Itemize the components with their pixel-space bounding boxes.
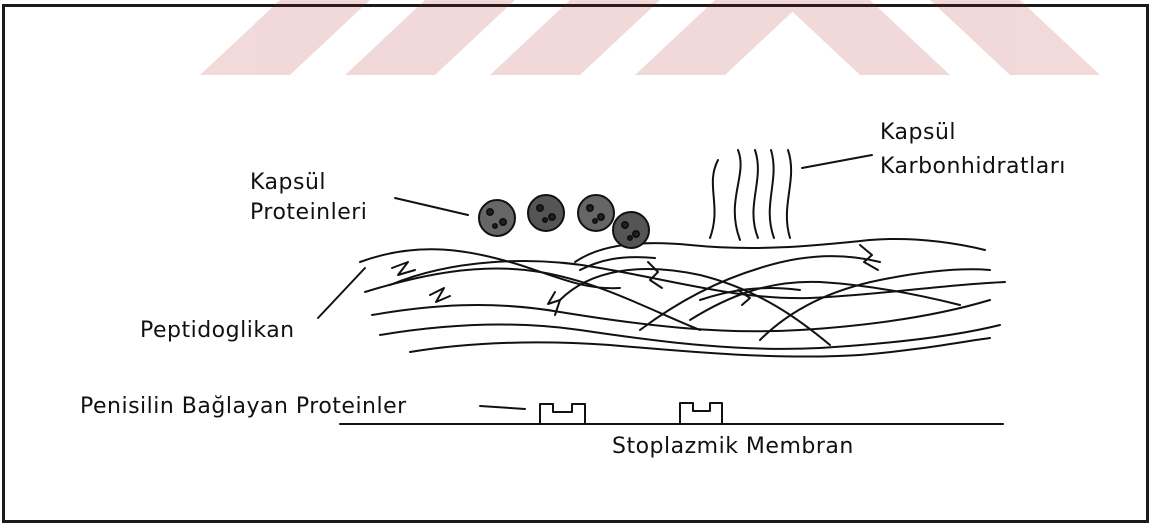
peptidoglycan-label: Peptidoglikan xyxy=(140,316,295,346)
capsule-proteins-label-line2: Proteinleri xyxy=(250,198,367,228)
penicillin-binding-proteins-label: Penisilin Bağlayan Proteinler xyxy=(80,392,407,422)
cytoplasmic-membrane-label: Stoplazmik Membran xyxy=(612,432,854,462)
capsule-protein-spheres xyxy=(479,195,649,248)
capsule-proteins-label-line1: Kapsül xyxy=(250,168,326,198)
capsule-carbohydrate-strands xyxy=(710,150,791,240)
pbp-shape-2 xyxy=(680,403,722,424)
capsule-carbohydrates-label-line2: Karbonhidratları xyxy=(880,152,1066,182)
peptidoglycan-mesh xyxy=(360,239,1005,357)
capsule-carbs-leader xyxy=(802,155,872,168)
watermark xyxy=(200,0,1100,75)
pbp-shape-1 xyxy=(540,404,585,424)
peptidoglycan-leader xyxy=(318,268,365,318)
protein-sphere-3 xyxy=(578,195,614,231)
pbp-leader-line xyxy=(480,406,525,409)
capsule-proteins-leader xyxy=(395,198,468,215)
protein-sphere-4 xyxy=(613,212,649,248)
capsule-carbohydrates-label-line1: Kapsül xyxy=(880,118,956,148)
protein-sphere-1 xyxy=(479,200,515,236)
protein-sphere-2 xyxy=(528,195,564,231)
